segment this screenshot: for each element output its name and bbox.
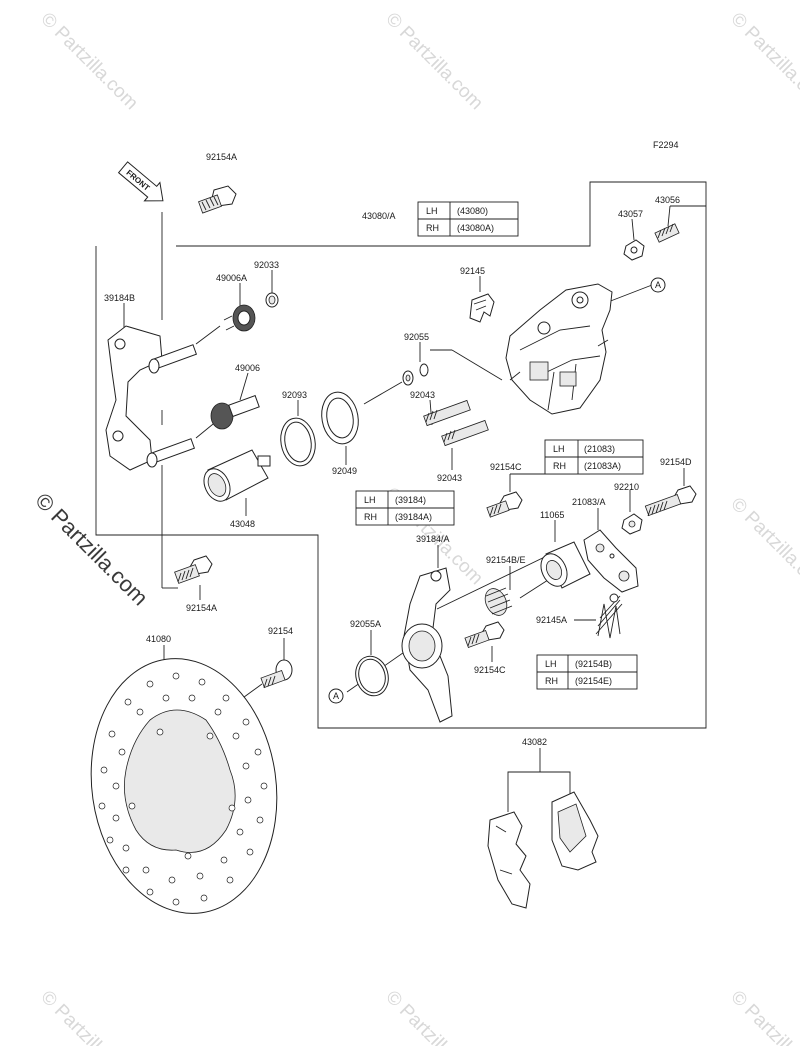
- table-cell: RH: [545, 676, 558, 686]
- part-label: 49006: [235, 363, 260, 373]
- bolt-92154be: [484, 587, 513, 616]
- table-cell: LH: [553, 444, 565, 454]
- watermark: © Partzilla.com: [36, 9, 141, 114]
- part-label: 92154A: [186, 603, 217, 613]
- part-label: 92210: [614, 482, 639, 492]
- oring-92055a: [355, 655, 389, 697]
- part-label: 39184B: [104, 293, 135, 303]
- collar-11065: [540, 541, 591, 589]
- pin-92043-upper: [423, 399, 471, 427]
- watermark: © Partzilla.com: [726, 494, 800, 599]
- callout-letter: A: [333, 691, 339, 701]
- part-label: 43080/A: [362, 211, 396, 221]
- bolt-92154d: [644, 485, 697, 517]
- bleeder-43056: [654, 223, 680, 243]
- table-39184: LH (39184) RH (39184A): [355, 490, 455, 526]
- part-label: 92055: [404, 332, 429, 342]
- table-cell: (92154B): [575, 659, 612, 669]
- seal-92055: [402, 363, 429, 386]
- part-label: 92043: [410, 390, 435, 400]
- caliper-body: [505, 283, 613, 415]
- watermark: © Partzilla.com: [726, 9, 800, 114]
- part-label: 21083/A: [572, 497, 606, 507]
- table-cell: (21083): [584, 444, 615, 454]
- table-92154: LH (92154B) RH (92154E): [536, 654, 638, 690]
- table-cell: LH: [545, 659, 557, 669]
- bolt-92154: [260, 659, 293, 689]
- part-label: 92049: [332, 466, 357, 476]
- part-label: 43057: [618, 209, 643, 219]
- boot-49006: [210, 394, 260, 430]
- table-21083: LH (21083) RH (21083A): [544, 439, 644, 475]
- table-cell: RH: [364, 512, 377, 522]
- watermark: © Partzilla.com: [36, 987, 141, 1046]
- bracket-39184b: [105, 325, 198, 471]
- part-label: 92154A: [206, 152, 237, 162]
- spring-92145a: [595, 593, 623, 639]
- part-label: 92154B/E: [486, 555, 526, 565]
- watermark: © Partzilla.com: [381, 987, 486, 1046]
- callout-a-lower: A: [328, 688, 344, 704]
- clip-92145: [469, 293, 495, 323]
- plate-21083a: [583, 529, 639, 593]
- watermark-main: © Partzilla.com: [30, 488, 153, 611]
- ring-92049: [321, 391, 359, 445]
- disc-holes: [98, 672, 268, 906]
- part-label: 92145A: [536, 615, 567, 625]
- bracket-39184a: [401, 567, 453, 723]
- table-cell: LH: [364, 495, 376, 505]
- callout-a-upper: A: [650, 277, 666, 293]
- table-cell: RH: [553, 461, 566, 471]
- part-label: 49006A: [216, 273, 247, 283]
- table-cell: (39184A): [395, 512, 432, 522]
- brake-pads-43082: [487, 791, 599, 909]
- watermark: © Partzilla.com: [726, 987, 800, 1046]
- part-label: 92154: [268, 626, 293, 636]
- part-label: 92145: [460, 266, 485, 276]
- piston-43048: [203, 449, 271, 502]
- part-labels: 92154A 43080/A 43057 43056 92033 39184B …: [104, 152, 692, 747]
- part-label: 41080: [146, 634, 171, 644]
- figure-code: F2294: [653, 140, 679, 150]
- front-arrow: FRONT: [117, 161, 164, 202]
- part-label: 43048: [230, 519, 255, 529]
- table-cell: (92154E): [575, 676, 612, 686]
- part-label: 92043: [437, 473, 462, 483]
- bolt-92154a-top: [198, 185, 237, 214]
- table-43080: LH (43080) RH (43080A): [417, 201, 519, 237]
- washer-92033: [265, 292, 279, 308]
- part-label: 92033: [254, 260, 279, 270]
- part-label: 92154C: [490, 462, 522, 472]
- seal-92093: [280, 417, 316, 467]
- part-label: 92154C: [474, 665, 506, 675]
- part-label: 92154D: [660, 457, 692, 467]
- part-label: 39184/A: [416, 534, 450, 544]
- part-label: 43082: [522, 737, 547, 747]
- table-cell: (43080A): [457, 223, 494, 233]
- table-cell: (39184): [395, 495, 426, 505]
- boot-49006a: [223, 304, 256, 332]
- part-label: 43056: [655, 195, 680, 205]
- bolt-92154c-upper: [486, 491, 523, 518]
- nut-43057: [623, 239, 645, 261]
- washer-92210: [621, 513, 643, 535]
- pin-92043-lower: [441, 419, 489, 447]
- table-cell: LH: [426, 206, 438, 216]
- callout-letter: A: [655, 280, 661, 290]
- bolt-92154c-lower: [464, 621, 505, 648]
- part-label: 92055A: [350, 619, 381, 629]
- bolt-92154a-bottom: [174, 555, 213, 584]
- part-label: 92093: [282, 390, 307, 400]
- table-cell: RH: [426, 223, 439, 233]
- part-label: 11065: [540, 510, 564, 520]
- brake-disc-41080: [90, 658, 278, 914]
- table-cell: (43080): [457, 206, 488, 216]
- table-cell: (21083A): [584, 461, 621, 471]
- watermark: © Partzilla.com: [381, 9, 486, 114]
